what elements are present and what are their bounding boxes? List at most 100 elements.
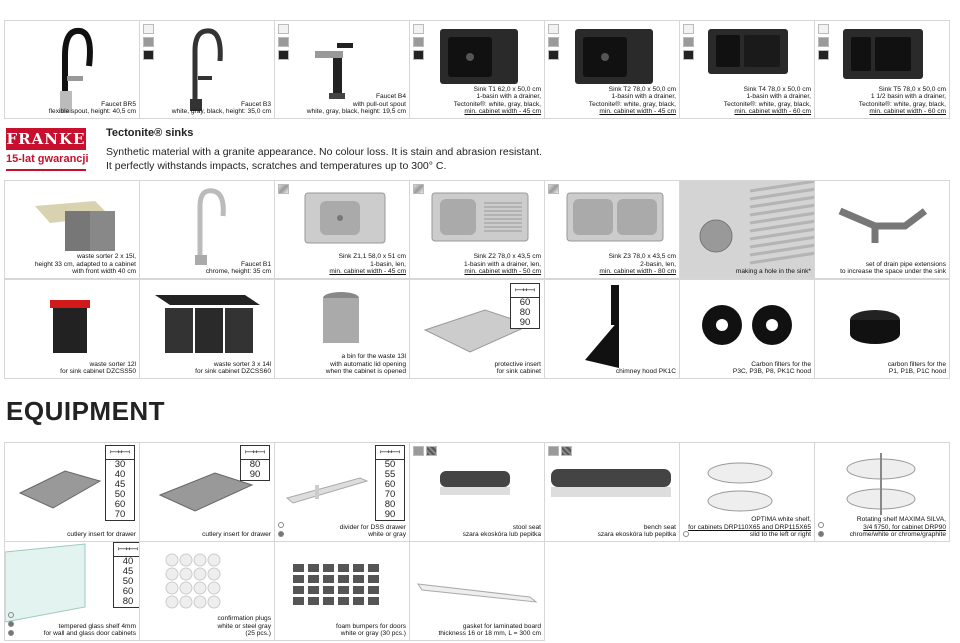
size-value: 80 bbox=[249, 459, 261, 470]
product-caption: cutlery insert for drawer bbox=[143, 531, 271, 539]
color-dot bbox=[818, 531, 824, 537]
caption-line: for sink cabinet bbox=[496, 368, 541, 376]
color-swatch bbox=[818, 50, 829, 60]
caption-line: white or gray bbox=[368, 531, 406, 539]
caption-line: flexible spout, height: 40,5 cm bbox=[48, 108, 136, 116]
product-caption: chimney hood PK1C bbox=[548, 368, 676, 376]
caption-line: szara ekoskóra lub pepitka bbox=[597, 531, 676, 539]
width-arrow-icon: ⟼⟻ bbox=[511, 284, 539, 298]
product-waste-sorter-2x15: waste sorter 2 x 15l,height 33 cm, adapt… bbox=[4, 180, 140, 279]
size-value: 80 bbox=[122, 596, 134, 607]
sink-z2-image bbox=[431, 192, 529, 242]
caption-line: (25 pcs.) bbox=[245, 630, 271, 638]
caption-line: min. cabinet width - 45 cm bbox=[599, 108, 676, 116]
caption-line: to increase the space under the sink bbox=[840, 268, 946, 276]
gasket-image bbox=[416, 583, 538, 603]
caption-line: P1, P1B, P1C hood bbox=[888, 368, 946, 376]
caption-line: white, gray, black, height: 35,0 cm bbox=[171, 108, 271, 116]
color-swatch bbox=[683, 24, 694, 34]
color-swatch bbox=[278, 24, 289, 34]
faucet-b1-image bbox=[195, 188, 226, 265]
banner-title: Tectonite® sinks bbox=[106, 127, 194, 139]
caption-line: a bin for the waste 13l bbox=[341, 353, 406, 361]
caption-line: waste sorter 3 x 14l bbox=[213, 360, 271, 368]
caption-line: Sink T5 78,0 x 50,0 cm bbox=[878, 85, 946, 93]
caption-line: gasket for laminated board bbox=[462, 622, 541, 630]
color-swatch bbox=[143, 37, 154, 47]
waste-sorter-12-image bbox=[50, 300, 90, 353]
caption-line: confirmation plugs bbox=[217, 615, 271, 623]
faucet-b4-image bbox=[315, 43, 353, 99]
color-swatch bbox=[818, 37, 829, 47]
product-caption: waste sorter 2 x 15l,height 33 cm, adapt… bbox=[8, 253, 136, 276]
caption-line: Sink T2 78,0 x 50,0 cm bbox=[608, 85, 676, 93]
caption-line: Tectonite®: white, gray, black, bbox=[588, 100, 676, 108]
caption-line: cutlery insert for drawer bbox=[67, 531, 136, 539]
color-swatch bbox=[683, 50, 694, 60]
sink-t5-image bbox=[843, 29, 923, 79]
product-hole-in-sink: making a hole in the sink* bbox=[679, 180, 815, 279]
caption-line: white or gray (30 pcs.) bbox=[340, 630, 406, 638]
caption-line: 1-basin with a drainer, bbox=[746, 93, 811, 101]
caption-line: for sink cabinet DZCSS60 bbox=[195, 368, 271, 376]
foam-bumpers-image bbox=[293, 564, 379, 605]
color-swatch bbox=[818, 24, 829, 34]
color-swatch bbox=[561, 446, 572, 456]
color-dot bbox=[8, 612, 14, 618]
bench-seat-image bbox=[551, 469, 671, 497]
caption-line: 1-basin with a drainer, bbox=[476, 93, 541, 101]
caption-line: bench seat bbox=[643, 523, 676, 531]
sink-z1-image bbox=[304, 192, 386, 244]
waste-sorter-2x15-image bbox=[35, 201, 115, 251]
sink-t2-image bbox=[575, 29, 653, 84]
caption-line: OPTIMA white shelf, bbox=[751, 516, 811, 524]
caption-line: Tectonite®: white, gray, black, bbox=[858, 100, 946, 108]
caption-line: min. cabinet width - 50 cm bbox=[464, 268, 541, 276]
caption-line: set of drain pipe extensions bbox=[865, 260, 946, 268]
color-swatch bbox=[143, 24, 154, 34]
size-value: 90 bbox=[384, 509, 396, 520]
cutlery-insert-a-image bbox=[18, 470, 102, 509]
caption-line: 1 1/2 basin with a drainer, bbox=[870, 93, 946, 101]
caption-line: 3/4 fi750, for cabinet DRP90 bbox=[863, 523, 946, 531]
caption-line: min. cabinet width - 80 cm bbox=[599, 268, 676, 276]
caption-line: divider for DSS drawer bbox=[339, 523, 406, 531]
caption-line: min. cabinet width - 45 cm bbox=[464, 108, 541, 116]
width-arrow-icon: ⟼⟻ bbox=[106, 446, 134, 460]
caption-line: cutlery insert for drawer bbox=[202, 531, 271, 539]
banner-desc-line-1: Synthetic material with a granite appear… bbox=[106, 146, 542, 158]
caption-line: when the cabinet is opened bbox=[325, 368, 406, 376]
size-value: 55 bbox=[384, 469, 396, 480]
color-swatch bbox=[548, 184, 559, 194]
sink-t1-image bbox=[440, 29, 518, 84]
caption-line: Faucet B1 bbox=[240, 260, 271, 268]
caption-line: white, gray, black, height: 19,5 cm bbox=[306, 108, 406, 116]
